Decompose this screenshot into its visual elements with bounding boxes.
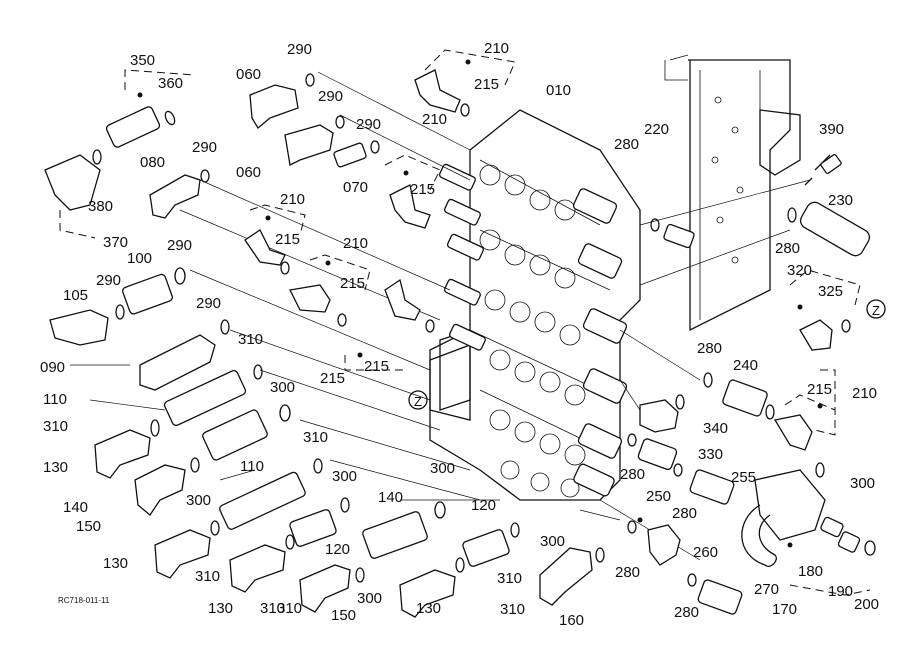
- callout: 300: [186, 492, 211, 509]
- callout: 130: [416, 600, 441, 617]
- zoom-marker-right: Z: [866, 299, 886, 319]
- callout: 290: [196, 295, 221, 312]
- drawing-code: RC718-011-11: [58, 596, 110, 605]
- callout: 310: [43, 418, 68, 435]
- callout: 280: [615, 564, 640, 581]
- callout: 130: [103, 555, 128, 572]
- callout: 215: [410, 181, 435, 198]
- callout: 290: [192, 139, 217, 156]
- callout: 340: [703, 420, 728, 437]
- callout: 230: [828, 192, 853, 209]
- callout: 370: [103, 234, 128, 251]
- callout: 070: [343, 179, 368, 196]
- callout: 250: [646, 488, 671, 505]
- callout: 290: [96, 272, 121, 289]
- callout: 190: [828, 583, 853, 600]
- callout: 280: [697, 340, 722, 357]
- callout: 010: [546, 82, 571, 99]
- callout: 060: [236, 66, 261, 83]
- callout: 300: [540, 533, 565, 550]
- callout: 120: [325, 541, 350, 558]
- callout: 270: [754, 581, 779, 598]
- svg-text:Z: Z: [414, 394, 422, 409]
- callout: 215: [474, 76, 499, 93]
- callout: 300: [430, 460, 455, 477]
- callout: 320: [787, 262, 812, 279]
- callout: 310: [497, 570, 522, 587]
- callout: 290: [318, 88, 343, 105]
- callout: 220: [644, 121, 669, 138]
- callout: 215: [340, 275, 365, 292]
- callout: 120: [471, 497, 496, 514]
- callout: 390: [819, 121, 844, 138]
- fittings-and-plugs: [44, 69, 876, 618]
- callout: 130: [208, 600, 233, 617]
- callout: 310: [277, 600, 302, 617]
- callout: 290: [167, 237, 192, 254]
- callout: 310: [500, 601, 525, 618]
- callout: 310: [195, 568, 220, 585]
- mounting-bracket: [664, 54, 801, 332]
- callout: 150: [76, 518, 101, 535]
- callout: 060: [236, 164, 261, 181]
- callout: 105: [63, 287, 88, 304]
- callout: 180: [798, 563, 823, 580]
- reference-dots: [137, 59, 823, 548]
- callout: 100: [127, 250, 152, 267]
- svg-text:Z: Z: [872, 303, 880, 318]
- callout: 290: [287, 41, 312, 58]
- callout: 215: [807, 381, 832, 398]
- callout: 210: [422, 111, 447, 128]
- control-valve-block: [429, 109, 641, 501]
- callout: 210: [484, 40, 509, 57]
- callout: 300: [850, 475, 875, 492]
- callout: 240: [733, 357, 758, 374]
- callout: 210: [852, 385, 877, 402]
- callout: 280: [620, 466, 645, 483]
- callout: 260: [693, 544, 718, 561]
- callout: 310: [238, 331, 263, 348]
- callout: 330: [698, 446, 723, 463]
- callout: 325: [818, 283, 843, 300]
- callout: 080: [140, 154, 165, 171]
- callout: 350: [130, 52, 155, 69]
- callout: 150: [331, 607, 356, 624]
- callout: 210: [343, 235, 368, 252]
- callout: 280: [674, 604, 699, 621]
- group-brackets: [59, 49, 871, 596]
- callout: 310: [260, 600, 285, 617]
- callout: 110: [43, 391, 67, 408]
- callout-labels: 350 360 380 370 060 290 290 060 080 290 …: [40, 40, 879, 629]
- callout: 210: [280, 191, 305, 208]
- callout: 140: [63, 499, 88, 516]
- callout: 380: [88, 198, 113, 215]
- callout: 160: [559, 612, 584, 629]
- callout: 215: [275, 231, 300, 248]
- callout: 280: [672, 505, 697, 522]
- callout: 300: [270, 379, 295, 396]
- callout: 215: [364, 358, 389, 375]
- callout: 215: [320, 370, 345, 387]
- zoom-marker-center: Z: [408, 390, 428, 410]
- callout: 130: [43, 459, 68, 476]
- callout: 300: [332, 468, 357, 485]
- callout: 280: [775, 240, 800, 257]
- callout: 310: [303, 429, 328, 446]
- callout: 290: [356, 116, 381, 133]
- callout: 255: [731, 469, 756, 486]
- callout: 300: [357, 590, 382, 607]
- callout: 200: [854, 596, 879, 613]
- callout: 090: [40, 359, 65, 376]
- callout: 140: [378, 489, 403, 506]
- callout: 280: [614, 136, 639, 153]
- callout: 360: [158, 75, 183, 92]
- callout: 170: [772, 601, 797, 618]
- callout: 110: [240, 458, 264, 475]
